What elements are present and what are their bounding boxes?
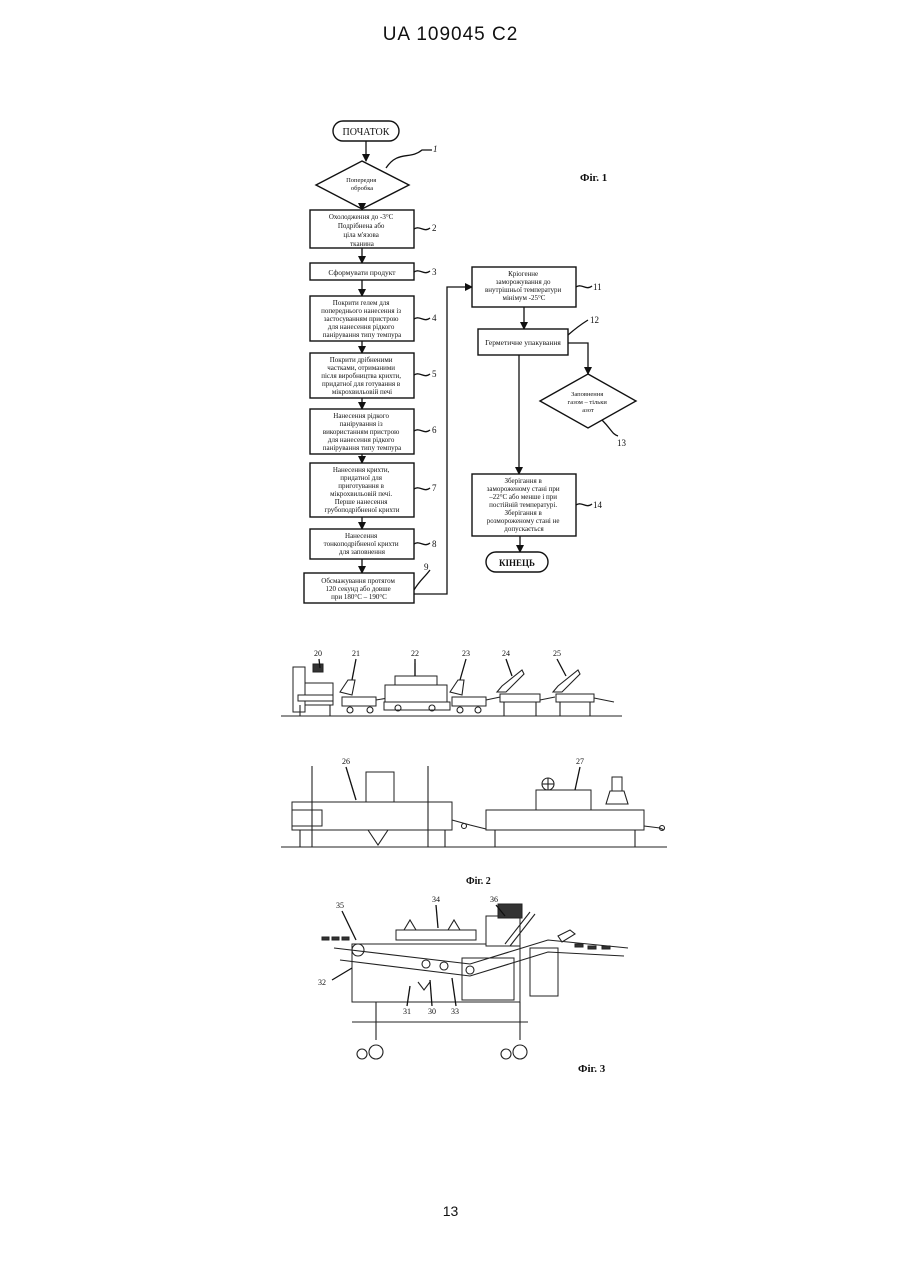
label-22: 22 [411,649,419,658]
label-34: 34 [432,895,440,904]
step-3-number: 3 [432,267,437,277]
label-25: 25 [553,649,561,658]
label-35: 35 [336,901,344,910]
label-24: 24 [502,649,510,658]
step-4-number: 4 [432,313,437,323]
step-7-text: Нанесення крихти, придатної для приготув… [325,466,400,514]
step-5-number: 5 [432,369,437,379]
fig3-caption: Фіг. 3 [578,1063,606,1075]
label-21: 21 [352,649,360,658]
step-3-text: Сформувати продукт [328,268,396,277]
step-13-number: 13 [617,438,627,448]
page-number: 13 [0,1203,901,1219]
step-2-number: 2 [432,223,437,233]
step-12-number: 12 [590,315,599,325]
step-4-text: Покрити гелем для попереднього нанесення… [321,299,403,339]
step-7-number: 7 [432,483,437,493]
label-33: 33 [451,1007,459,1016]
label-26: 26 [342,757,350,766]
label-31: 31 [403,1007,411,1016]
step-14-number: 14 [593,500,603,510]
label-32: 32 [318,978,326,987]
step-9-number: 9 [424,562,429,572]
step-5-text: Покрити дрібненими частками, отриманими … [321,356,403,396]
fig1-caption: Фіг. 1 [580,172,607,184]
freezer-27 [486,810,644,830]
fig2-caption: Фіг. 2 [466,876,491,887]
label-20: 20 [314,649,322,658]
label-23: 23 [462,649,470,658]
connector-9-to-11 [414,287,472,594]
label-36: 36 [490,895,498,904]
start-label: ПОЧАТОК [343,127,390,138]
fig1-flowchart: ПОЧАТОК Попередня обробка 1 Охолодження … [304,121,636,603]
step-6-number: 6 [432,425,437,435]
label-27: 27 [576,757,584,766]
step-6-text: Нанесення рідкого панірування із викорис… [323,412,402,452]
end-label: КІНЕЦЬ [499,558,535,568]
step-12-text: Герметичне упакування [485,338,561,347]
step-11-number: 11 [593,282,602,292]
fig2-production-line: 20 21 22 23 24 25 26 27 [281,649,667,887]
step-14-text: Зберігання в замороженому стані при –22°… [487,477,562,533]
label-30: 30 [428,1007,436,1016]
step-1-number: 1 [433,144,438,154]
step-8-number: 8 [432,539,437,549]
step-1-text: Попередня обробка [346,177,378,192]
fig2-labels-upper: 20 21 22 23 24 25 [314,649,561,658]
fig3-applicator-machine: 30 31 32 33 34 35 36 Фіг. 3 [318,895,628,1075]
step-9-text: Обсмажування протягом 120 секунд або дов… [321,577,396,601]
